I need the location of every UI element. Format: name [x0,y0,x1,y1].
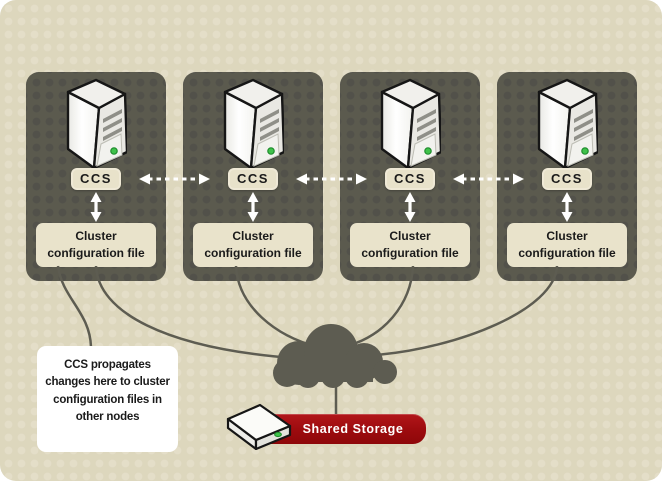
cluster-config-file-box: Cluster configuration file [36,223,156,267]
cloud-icon [273,324,397,388]
config-file-label-line2: configuration file [204,246,302,260]
led-icon [274,431,282,438]
callout-line: other nodes [75,410,140,423]
config-file-label-line2: configuration file [361,246,459,260]
config-file-label-line1: Cluster [232,229,274,244]
cluster-node-2: CCS Cluster configuration file [183,72,323,281]
callout-line: CCS propagates [64,359,151,371]
cluster-config-file-box: Cluster configuration file [193,223,313,267]
config-file-label-line1: Cluster [75,229,117,244]
cluster-config-file-box: Cluster configuration file [507,223,627,267]
config-file-label-line2: configuration file [518,246,616,260]
server-icon [536,78,598,170]
ccs-badge: CCS [228,168,278,190]
config-file-label-line1: Cluster [389,229,431,244]
cluster-node-4: CCS Cluster configuration file [497,72,637,281]
server-icon [222,78,284,170]
server-icon [65,78,127,170]
ccs-badge: CCS [71,168,121,190]
config-file-label-line1: Cluster [546,229,588,244]
cluster-config-file-box: Cluster configuration file [350,223,470,267]
cluster-node-3: CCS Cluster configuration file [340,72,480,281]
ccs-badge: CCS [385,168,435,190]
server-icon [379,78,441,170]
callout-line: changes here to cluster [45,376,170,389]
ccs-badge: CCS [542,168,592,190]
config-file-label-line2: configuration file [47,246,145,260]
callout-note: CCS propagates changes here to cluster c… [37,346,178,452]
disk-icon [226,403,292,450]
cluster-node-1: CCS Cluster configuration file [26,72,166,281]
callout-line: configuration files in [53,393,162,406]
